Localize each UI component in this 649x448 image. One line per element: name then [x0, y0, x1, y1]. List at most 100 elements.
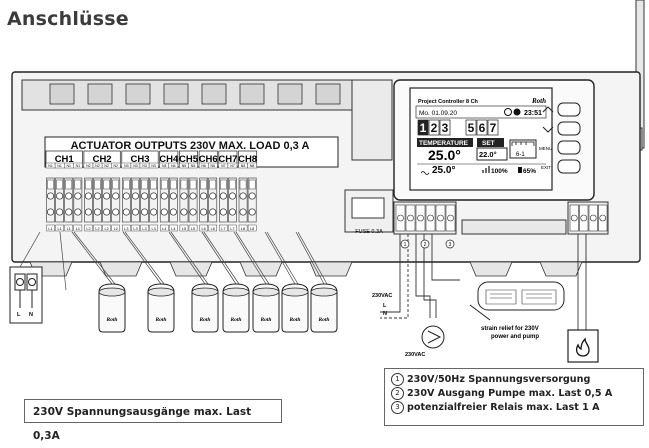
outputs-caption: 230V Spannungsausgänge max. Last 0,3A: [24, 399, 282, 442]
terminal-n-label: N4: [171, 164, 176, 168]
display-brand-logo: Roth: [531, 97, 546, 105]
terminal-n-label: N3: [133, 164, 138, 168]
terminal: [149, 177, 159, 223]
actuator-brand-logo: Roth: [105, 317, 117, 323]
terminal-n-label: N5: [182, 164, 187, 168]
day-indicator: 2: [431, 121, 438, 135]
actuator-brand-logo: Roth: [317, 317, 329, 323]
terminal-l-label: L7: [221, 227, 225, 231]
channel-label: CH5: [179, 154, 199, 165]
actuator: [252, 283, 280, 333]
channel-label: CH1: [55, 154, 75, 165]
day-indicator: 5: [468, 121, 475, 135]
day-indicator: 7: [490, 121, 497, 135]
terminal: [228, 177, 237, 223]
terminal: [93, 177, 102, 223]
callout-marker: 3: [449, 242, 452, 248]
terminal-l-label: L2: [86, 227, 90, 231]
down-button[interactable]: [557, 121, 581, 136]
terminal: [73, 177, 83, 223]
terminal-n-label: N2: [86, 164, 91, 168]
pump-icon: [421, 325, 445, 349]
terminal-n-label: N7: [221, 164, 226, 168]
exit-button[interactable]: [557, 159, 581, 174]
display-header: Project Controller 8 Ch: [418, 99, 479, 105]
up-button[interactable]: [557, 102, 581, 117]
terminal-l-label: L3: [124, 227, 128, 231]
terminal-n-label: N6: [201, 164, 206, 168]
floor-heating-icon: [420, 171, 430, 175]
terminal-n-label: N7: [230, 164, 235, 168]
terminal: [84, 177, 93, 223]
channel-label: CH7: [218, 154, 237, 165]
terminal-n-label: N1: [67, 164, 72, 168]
fuse-label: FUSE 0.3A: [355, 229, 383, 235]
pump-voltage-label: 230VAC: [405, 352, 425, 358]
terminal-l-label: L5: [182, 227, 186, 231]
terminal: [46, 177, 55, 223]
signal-value: 100%: [491, 168, 508, 175]
mode-label: 6-1: [516, 152, 525, 158]
page-title: Anschlüsse: [7, 8, 129, 30]
terminal: [102, 177, 111, 223]
terminal-l-label: L1: [48, 227, 52, 231]
callout-marker: 1: [391, 373, 404, 386]
actuator-brand-logo: Roth: [154, 317, 166, 323]
wiring-diagram: ACTUATOR OUTPUTS 230V MAX. LOAD 0,3 A CH…: [9, 0, 645, 363]
terminal-n-label: N3: [142, 164, 147, 168]
floor-value: 25.0°: [432, 165, 455, 176]
chevron-up-icon: [542, 106, 554, 113]
display-panel: Project Controller 8 Ch Roth Mo. 01.09.2…: [393, 79, 595, 201]
terminal-n-label: N8: [241, 164, 246, 168]
terminal-l-label: L8: [241, 227, 245, 231]
actuator-terminal-block: ACTUATOR OUTPUTS 230V MAX. LOAD 0,3 A CH…: [44, 136, 339, 232]
terminal: [111, 177, 121, 223]
day-indicator: 6: [479, 121, 486, 135]
terminal-n-label: N3: [151, 164, 156, 168]
supply-label: 230VAC: [372, 293, 392, 299]
terminal: [159, 177, 169, 223]
channel-label: CH6: [199, 154, 218, 165]
terminal-l-label: L3: [142, 227, 146, 231]
terminal-l-label: L3: [133, 227, 137, 231]
terminal-l-label: L6: [202, 227, 206, 231]
actuator: [310, 283, 338, 333]
nav-buttons: MENU EXIT: [539, 102, 581, 174]
strain-relief: strain relief for 230V power and pump: [469, 281, 565, 340]
terminal: [238, 177, 248, 223]
menu-label: MENU: [539, 146, 552, 151]
channel-label: CH4: [159, 154, 179, 165]
strain-relief-label-line1: strain relief for 230V: [481, 326, 539, 332]
actuator-brand-logo: Roth: [259, 317, 271, 323]
signal-icon: [482, 166, 490, 173]
supply-wiring: [380, 234, 587, 330]
actuator-brand-logo: Roth: [229, 317, 241, 323]
temperature-label: TEMPERATURE: [419, 140, 469, 147]
terminal-l-label: L4: [171, 227, 175, 231]
terminal-l-label: L1: [76, 227, 80, 231]
menu-button[interactable]: [557, 140, 581, 155]
terminal-n-label: N8: [250, 164, 255, 168]
terminal: [188, 177, 198, 223]
actuator-brand-logo: Roth: [198, 317, 210, 323]
channel-label: CH2: [93, 154, 112, 165]
callout-marker: 3: [391, 401, 404, 414]
terminal: [179, 177, 189, 223]
svg-text:N: N: [29, 312, 33, 318]
actuator: [147, 283, 175, 333]
terminal-n-label: N4: [162, 164, 167, 168]
terminal-l-label: L1: [58, 227, 62, 231]
terminal-l-label: L1: [67, 227, 71, 231]
terminal: [55, 177, 64, 223]
terminal-n-label: N1: [48, 164, 53, 168]
svg-text:L: L: [383, 303, 387, 309]
chevron-down-icon: [504, 108, 512, 116]
actuator-header: ACTUATOR OUTPUTS 230V MAX. LOAD 0,3 A: [71, 140, 310, 152]
terminal: [199, 177, 209, 223]
terminal: [208, 177, 218, 223]
terminal: [64, 177, 74, 223]
terminal-n-label: N2: [104, 164, 109, 168]
set-value: 22.0°: [479, 150, 497, 159]
